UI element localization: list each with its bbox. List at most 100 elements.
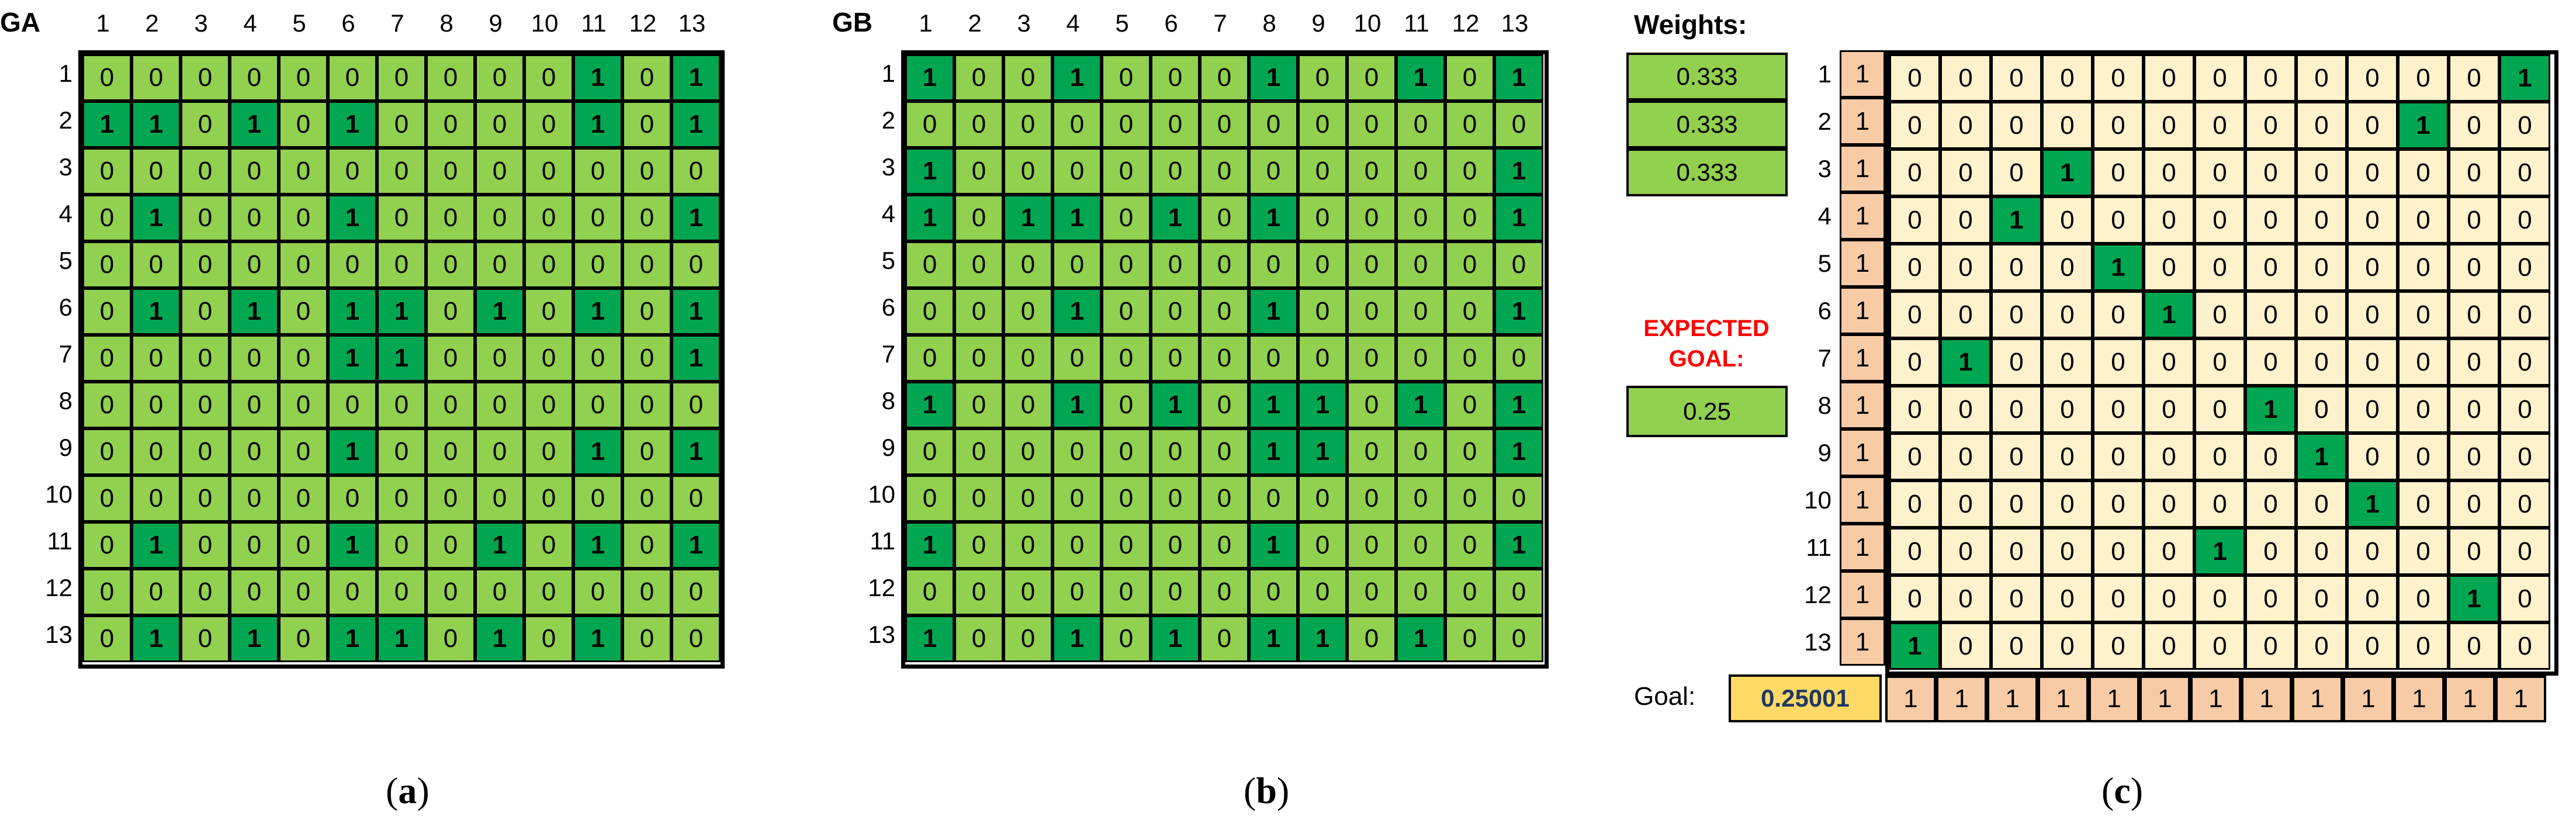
ga-cell: 0 (328, 241, 377, 288)
permutation-cell: 0 (2449, 338, 2499, 386)
ga-cell: 0 (475, 54, 524, 101)
permutation-cell: 0 (2296, 386, 2347, 433)
gb-cell: 1 (905, 195, 954, 241)
permutation-cell: 0 (2398, 386, 2449, 433)
ga-cell: 0 (524, 288, 573, 335)
gb-cell: 0 (1151, 428, 1200, 475)
permutation-cell: 0 (2398, 338, 2449, 386)
ga-cell: 1 (328, 335, 377, 382)
permutation-cell: 0 (1889, 244, 1940, 291)
gb-cell: 0 (1102, 569, 1151, 615)
permutation-cell: 1 (2398, 102, 2449, 149)
ga-cell: 0 (230, 241, 279, 288)
permutation-row-header: 3 (1817, 155, 1831, 182)
permutation-cell: 0 (1889, 433, 1940, 480)
ga-col-header: 9 (489, 9, 503, 37)
permutation-cell: 0 (1991, 291, 2042, 338)
permutation-cell: 0 (2296, 622, 2347, 670)
ga-cell: 1 (475, 288, 524, 335)
gb-cell: 0 (1249, 148, 1298, 195)
gb-cell: 0 (1445, 382, 1494, 428)
permutation-cell: 0 (2347, 149, 2398, 196)
gb-cell: 0 (1003, 288, 1052, 335)
gb-cell: 0 (1151, 569, 1200, 615)
permutation-cell: 0 (1940, 433, 1991, 480)
gb-cell: 0 (1249, 475, 1298, 522)
ga-cell: 1 (671, 288, 721, 335)
permutation-cell: 0 (2042, 54, 2093, 102)
gb-cell: 1 (1494, 288, 1543, 335)
weight-box-3: 0.333 (1626, 148, 1788, 196)
expected-goal-label: EXPECTED GOAL: (1643, 316, 1770, 372)
permutation-cell: 0 (2499, 386, 2550, 433)
ones-cell: 1 (1840, 571, 1885, 618)
ga-title: GA (0, 7, 40, 37)
permutation-cell: 1 (2347, 480, 2398, 528)
gb-cell: 0 (1003, 428, 1052, 475)
gb-cell: 0 (1347, 475, 1396, 522)
ga-cell: 1 (377, 615, 426, 662)
permutation-cell: 0 (1940, 528, 1991, 575)
gb-cell: 1 (905, 615, 954, 662)
permutation-cell: 0 (2245, 528, 2296, 575)
permutation-cell: 0 (2499, 244, 2550, 291)
permutation-cell: 0 (2245, 338, 2296, 386)
ga-cell: 0 (524, 241, 573, 288)
permutation-cell: 0 (2194, 54, 2245, 102)
gb-cell: 0 (954, 148, 1003, 195)
permutation-cell: 0 (2245, 575, 2296, 622)
gb-cell: 0 (1494, 569, 1543, 615)
ga-cell: 0 (181, 569, 230, 615)
permutation-cell: 0 (1991, 386, 2042, 433)
ga-cell: 0 (181, 475, 230, 522)
permutation-cell: 0 (2296, 480, 2347, 528)
ga-cell: 0 (622, 288, 671, 335)
gb-cell: 0 (905, 288, 954, 335)
gb-cell: 0 (954, 54, 1003, 101)
gb-cell: 0 (1102, 522, 1151, 569)
permutation-cell: 0 (2042, 386, 2093, 433)
ga-row-header: 8 (58, 387, 72, 414)
permutation-cell: 0 (2194, 338, 2245, 386)
ga-cell: 1 (131, 522, 181, 569)
permutation-cell: 0 (1940, 386, 1991, 433)
gb-col-header: 8 (1262, 9, 1276, 37)
goal-row-cell: 1 (2394, 676, 2445, 722)
ga-cell: 0 (230, 148, 279, 195)
permutation-cell: 0 (2296, 244, 2347, 291)
permutation-cell: 0 (2499, 575, 2550, 622)
permutation-cell: 0 (2449, 622, 2499, 670)
ga-cell: 0 (131, 475, 181, 522)
gb-cell: 0 (1102, 475, 1151, 522)
gb-cell: 0 (1298, 475, 1347, 522)
gb-col-header: 4 (1066, 9, 1080, 37)
permutation-cell: 0 (2144, 386, 2194, 433)
gb-row-header: 8 (881, 387, 895, 414)
gb-cell: 0 (1151, 475, 1200, 522)
gb-cell: 0 (1003, 382, 1052, 428)
gb-cell: 1 (1052, 382, 1102, 428)
ga-cell: 0 (377, 195, 426, 241)
gb-col-header: 1 (919, 9, 933, 37)
permutation-cell: 0 (1889, 102, 1940, 149)
ga-cell: 0 (131, 569, 181, 615)
ga-cell: 0 (426, 428, 475, 475)
gb-cell: 0 (905, 335, 954, 382)
ga-cell: 0 (475, 101, 524, 148)
ga-cell: 1 (328, 195, 377, 241)
gb-cell: 0 (1445, 615, 1494, 662)
ga-cell: 0 (426, 615, 475, 662)
ga-cell: 0 (573, 195, 622, 241)
ga-row-header: 2 (58, 106, 72, 134)
permutation-cell: 0 (2296, 149, 2347, 196)
gb-cell: 0 (1494, 241, 1543, 288)
gb-cell: 0 (1494, 475, 1543, 522)
gb-cell: 1 (1249, 54, 1298, 101)
gb-row-header: 4 (881, 200, 895, 227)
ga-cell: 0 (328, 475, 377, 522)
permutation-cell: 0 (2093, 102, 2144, 149)
ga-cell: 0 (622, 428, 671, 475)
ga-col-header: 5 (292, 9, 306, 37)
goal-row-cell: 1 (2292, 676, 2343, 722)
